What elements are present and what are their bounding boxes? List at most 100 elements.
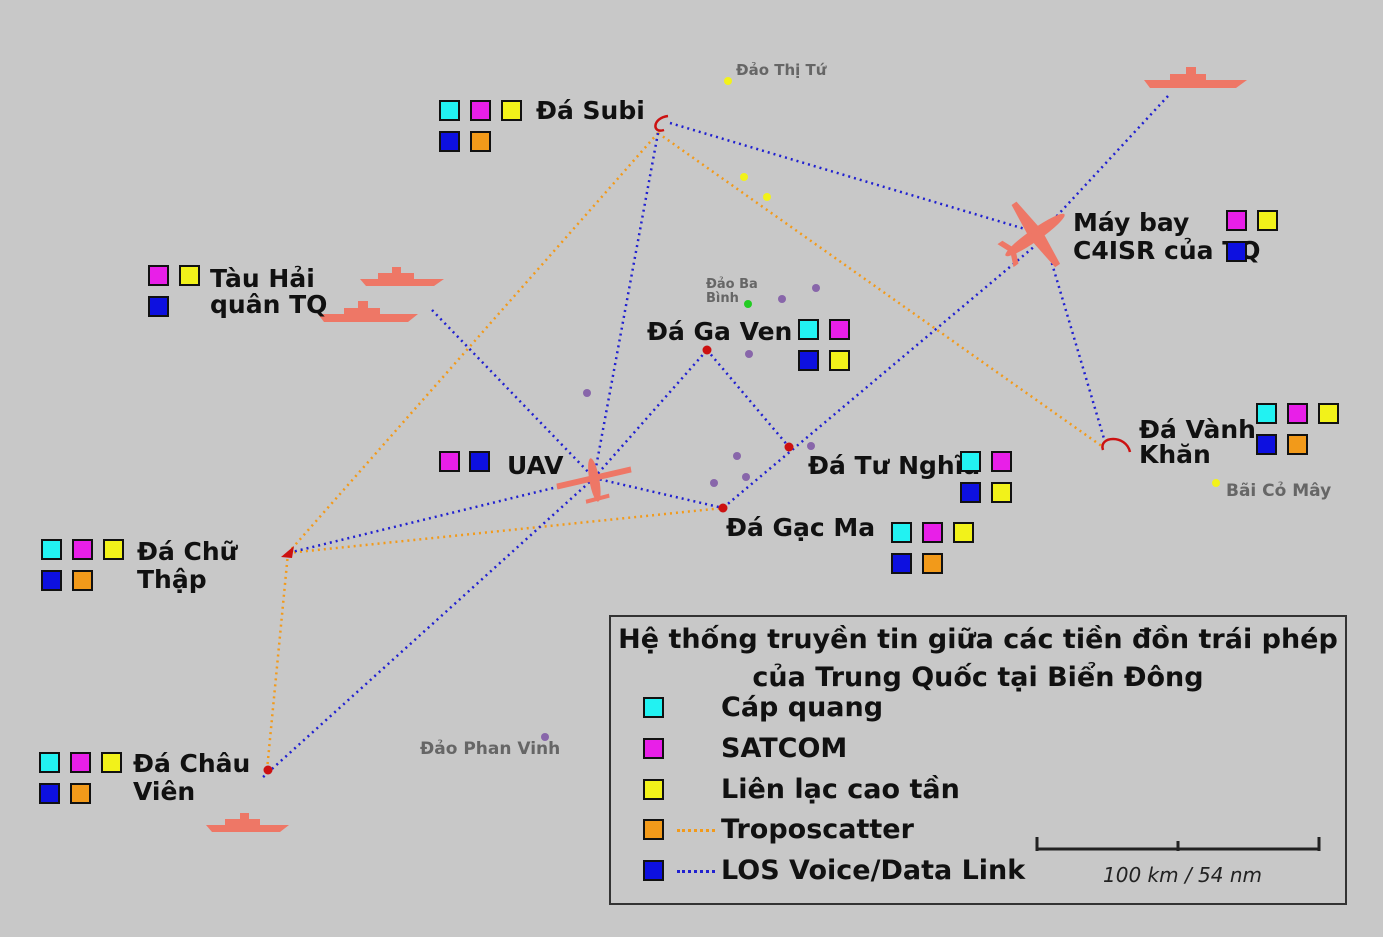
tunghia-hf-square	[991, 482, 1012, 503]
outpost-gacma-marker	[718, 503, 728, 513]
legend-item-label: SATCOM	[721, 733, 848, 764]
legend-title-line2: của Trung Quốc tại Biển Đông	[752, 662, 1204, 693]
legend-title: Hệ thống truyền tin giữa các tiền đồn tr…	[611, 621, 1345, 697]
tropo-link-chuthap-chauvien	[265, 552, 290, 771]
ship-icon	[318, 301, 418, 322]
chauvien-los-square	[39, 783, 60, 804]
legend-los-line	[677, 870, 715, 873]
legend-hf-swatch	[643, 779, 664, 800]
legend-tropo-swatch	[643, 819, 664, 840]
reef-vanhkhan-icon	[1101, 437, 1132, 453]
uav-satcom-square	[439, 451, 460, 472]
los-link-subi-uav	[592, 132, 660, 479]
gaven-fiber-square	[798, 319, 819, 340]
island-dot	[733, 452, 741, 460]
label-navy-line2: quân TQ	[210, 290, 328, 319]
uav-icon	[556, 458, 632, 504]
scale-bar	[1035, 837, 1321, 851]
navy-hf-square	[179, 265, 200, 286]
gacma-fiber-square	[891, 522, 912, 543]
navy-satcom-square	[148, 265, 169, 286]
outpost-chauvien-marker	[263, 765, 273, 775]
subi-fiber-square	[439, 100, 460, 121]
aircraft-los-square	[1226, 241, 1247, 262]
chauvien-hf-square	[101, 752, 122, 773]
subi-los-square	[439, 131, 460, 152]
vanhkhan-tropo-square	[1287, 434, 1308, 455]
navy-los-square	[148, 296, 169, 317]
label-gacma: Đá Gạc Ma	[726, 513, 876, 542]
los-link-aircraft-vanhkhan	[1043, 239, 1107, 443]
label-chauvien-line2: Viên	[133, 777, 196, 806]
island-phanvinh-dot	[541, 733, 549, 741]
chauvien-tropo-square	[70, 783, 91, 804]
tunghia-los-square	[960, 482, 981, 503]
legend-fiber-swatch	[643, 697, 664, 718]
vanhkhan-hf-square	[1318, 403, 1339, 424]
outpost-chuthap-marker	[281, 546, 294, 558]
label-gaven: Đá Ga Ven	[647, 317, 793, 346]
aircraft-hf-square	[1257, 210, 1278, 231]
outpost-gaven-marker	[702, 345, 712, 355]
los-link-uav-chauvien	[261, 477, 595, 779]
ship-icon	[206, 813, 289, 832]
label-vanhkhan-line2: Khăn	[1139, 440, 1211, 469]
gacma-hf-square	[953, 522, 974, 543]
reef-outlines	[654, 114, 1132, 453]
chuthap-satcom-square	[72, 539, 93, 560]
tropo-link-chuthap-gacma	[287, 506, 724, 555]
label-chauvien-line1: Đá Châu	[133, 749, 251, 778]
island-dot	[742, 473, 750, 481]
legend-item-label: Troposcatter	[721, 814, 914, 845]
ship-icon	[360, 267, 444, 286]
los-link-uav-chuthap	[287, 476, 595, 555]
label-subi: Đá Subi	[536, 96, 645, 125]
scale-label: 100 km / 54 nm	[1103, 863, 1263, 887]
label-phanvinh: Đảo Phan Vinh	[420, 739, 561, 759]
legend-title-line1: Hệ thống truyền tin giữa các tiền đồn tr…	[618, 624, 1338, 655]
legend-item-label: Liên lạc cao tần	[721, 774, 960, 805]
label-tunghia: Đá Tư Nghĩa	[808, 451, 981, 480]
gaven-hf-square	[829, 350, 850, 371]
label-babinh-line1: Đảo Ba	[706, 277, 758, 292]
island-dot	[710, 479, 718, 487]
island-dot	[812, 284, 820, 292]
chuthap-hf-square	[103, 539, 124, 560]
chuthap-tropo-square	[72, 570, 93, 591]
label-uav: UAV	[507, 451, 564, 480]
los-link-subi-aircraft	[669, 121, 1036, 234]
island-dot	[778, 295, 786, 303]
gaven-los-square	[798, 350, 819, 371]
ship-icon	[1144, 67, 1247, 88]
label-comay: Bãi Cỏ Mây	[1226, 481, 1332, 501]
island-comay-dot	[1212, 479, 1220, 487]
subi-satcom-square	[470, 100, 491, 121]
legend-item-label: Cáp quang	[721, 692, 884, 723]
label-vanhkhan-line1: Đá Vành	[1139, 415, 1256, 444]
gacma-tropo-square	[922, 553, 943, 574]
vanhkhan-satcom-square	[1287, 403, 1308, 424]
island-dot	[583, 389, 591, 397]
subi-tropo-square	[470, 131, 491, 152]
outposts	[263, 345, 794, 775]
los-link-uav-gaven	[593, 349, 708, 479]
aircraft-satcom-square	[1226, 210, 1247, 231]
tunghia-fiber-square	[960, 451, 981, 472]
island-dot	[745, 350, 753, 358]
los-link-ship-aircraft	[1041, 95, 1169, 233]
island-dot	[740, 173, 748, 181]
tropo-link-subi-vanhkhan	[657, 131, 1104, 449]
label-chuthap-line1: Đá Chữ	[137, 537, 238, 566]
chuthap-los-square	[41, 570, 62, 591]
los-link-uav-gacma	[593, 476, 724, 510]
vanhkhan-los-square	[1256, 434, 1277, 455]
vanhkhan-fiber-square	[1256, 403, 1277, 424]
gacma-satcom-square	[922, 522, 943, 543]
island-dots	[541, 77, 1220, 741]
subi-hf-square	[501, 100, 522, 121]
label-babinh-line2: Bình	[706, 291, 739, 306]
label-thitu: Đảo Thị Tứ	[736, 61, 827, 79]
island-dot	[807, 442, 815, 450]
label-chuthap-line2: Thập	[137, 565, 207, 594]
